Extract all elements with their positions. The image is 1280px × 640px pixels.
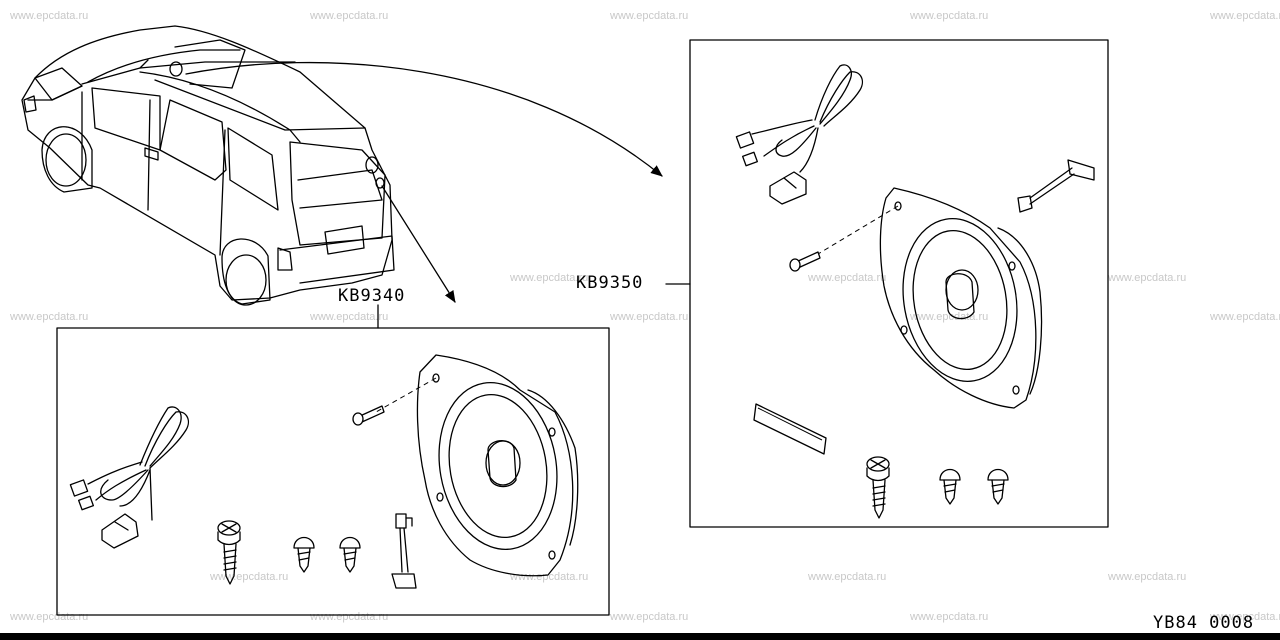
watermark: www.epcdata.ru	[808, 272, 887, 284]
kit-box-left	[56, 327, 610, 616]
watermark: www.epcdata.ru	[1210, 611, 1280, 623]
vehicle-illustration	[21, 25, 395, 306]
watermark: www.epcdata.ru	[610, 10, 689, 22]
watermark: www.epcdata.ru	[610, 311, 689, 323]
watermark: www.epcdata.ru	[510, 272, 589, 284]
part-label-right-kit: KB9350	[576, 273, 644, 293]
wire-harness-left	[69, 406, 190, 549]
bolt-right	[866, 456, 890, 519]
watermark: www.epcdata.ru	[910, 10, 989, 22]
arrow-to-front-speaker	[381, 185, 456, 303]
bolt-left	[217, 520, 241, 585]
watermark: www.epcdata.ru	[910, 311, 989, 323]
tapping-screw-right-1	[939, 468, 961, 505]
tapping-screw-right-2	[987, 468, 1009, 505]
bottom-border	[0, 633, 1280, 640]
speaker-left	[375, 354, 579, 577]
watermark: www.epcdata.ru	[1210, 10, 1280, 22]
watermark: www.epcdata.ru	[310, 611, 389, 623]
connector-harness-right	[1017, 159, 1095, 213]
kit-box-right	[689, 39, 1109, 528]
watermark: www.epcdata.ru	[210, 571, 289, 583]
watermark: www.epcdata.ru	[910, 611, 989, 623]
watermark: www.epcdata.ru	[1108, 272, 1187, 284]
watermark: www.epcdata.ru	[510, 571, 589, 583]
speaker-right	[817, 187, 1043, 409]
watermark: www.epcdata.ru	[1108, 571, 1187, 583]
watermark: www.epcdata.ru	[310, 10, 389, 22]
screw-small-right	[789, 251, 821, 272]
screw-small-left	[352, 405, 385, 426]
diagram-code: YB84 0008	[1153, 613, 1255, 633]
foam-strip-right	[753, 403, 827, 455]
wire-harness-right	[735, 64, 864, 205]
watermark: www.epcdata.ru	[310, 311, 389, 323]
arrow-to-rear-speaker	[185, 61, 663, 177]
connector-harness-left	[391, 513, 417, 589]
watermark: www.epcdata.ru	[610, 611, 689, 623]
tapping-screw-left-1	[293, 536, 315, 573]
watermark: www.epcdata.ru	[10, 10, 89, 22]
watermark: www.epcdata.ru	[1210, 311, 1280, 323]
part-label-left-kit: KB9340	[338, 286, 406, 306]
watermark: www.epcdata.ru	[10, 311, 89, 323]
watermark: www.epcdata.ru	[10, 611, 89, 623]
watermark: www.epcdata.ru	[808, 571, 887, 583]
tapping-screw-left-2	[339, 536, 361, 573]
